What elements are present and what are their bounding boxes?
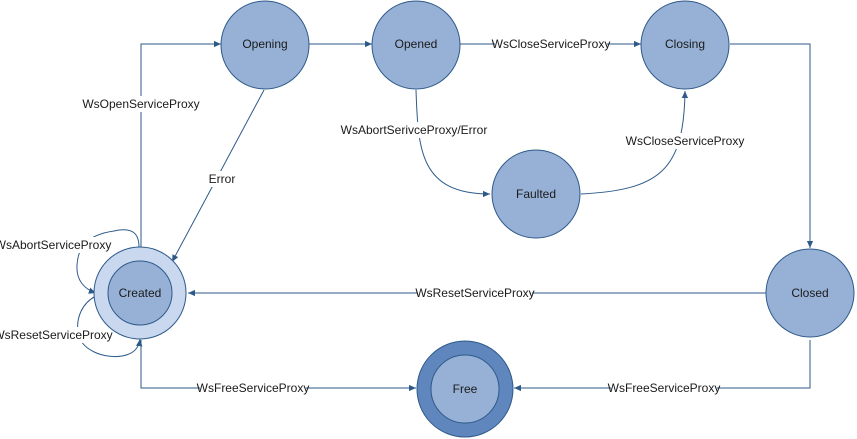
state-faulted-circle [491, 149, 581, 239]
edge-created-to-opening [140, 40, 221, 250]
label-bg-ws-abort-service-proxy [0, 237, 108, 253]
label-bg-ws-close-service-proxy-faulted [629, 133, 741, 149]
state-faulted-label: Faulted [516, 187, 556, 201]
label-bg-ws-open-service-proxy [86, 96, 196, 112]
state-opening: Opening [220, 0, 310, 90]
state-opening-circle [220, 0, 310, 90]
edge-closing-to-closed [730, 43, 814, 248]
state-opened-label: Opened [395, 37, 438, 51]
transition-ws-close-service-proxy-top: WsCloseServiceProxy [492, 37, 611, 51]
state-created: Created [93, 246, 187, 340]
transition-ws-open-service-proxy: WsOpenServiceProxy [82, 97, 199, 111]
state-opening-label: Opening [242, 37, 287, 51]
label-bg-ws-free-service-proxy-created [200, 380, 306, 396]
label-bg-ws-reset-service-proxy-self [0, 327, 108, 343]
edge-created-self-reset [77, 295, 143, 358]
state-closing-label: Closing [665, 37, 705, 51]
label-bg-ws-free-service-proxy-closed [611, 380, 717, 396]
state-created-label: Created [119, 286, 162, 300]
label-bg-ws-close-service-proxy-top [495, 36, 607, 52]
label-bg-ws-reset-service-proxy [418, 285, 532, 301]
edge-opened-to-faulted [415, 89, 491, 198]
transition-error: Error [209, 172, 236, 186]
state-free: Free [416, 340, 514, 438]
state-opened: Opened [371, 0, 461, 90]
state-closing: Closing [640, 0, 730, 90]
transition-ws-close-service-proxy-faulted: WsCloseServiceProxy [626, 134, 745, 148]
label-bg-error [206, 171, 238, 187]
label-bg-ws-abort-service-proxy-error [345, 122, 483, 138]
state-free-label: Free [453, 382, 478, 396]
state-closed-label: Closed [791, 286, 828, 300]
transition-ws-reset-service-proxy: WsResetServiceProxy [415, 286, 534, 300]
state-closed: Closed [765, 248, 855, 338]
edge-created-to-free [140, 340, 416, 392]
transition-ws-abort-service-proxy-error: WsAbortSerivceProxy/Error [341, 123, 488, 137]
transition-ws-reset-service-proxy-self: WsResetServiceProxy [0, 328, 113, 342]
state-faulted: Faulted [491, 149, 581, 239]
transition-ws-free-service-proxy-closed: WsFreeServiceProxy [608, 381, 721, 395]
state-closing-circle [640, 0, 730, 90]
state-free-circle [430, 354, 500, 424]
edge-faulted-to-closing [580, 90, 689, 195]
state-closed-circle [765, 248, 855, 338]
transition-ws-free-service-proxy-created: WsFreeServiceProxy [197, 381, 310, 395]
transition-ws-abort-service-proxy: WsAbortServiceProxy [0, 238, 111, 252]
state-opened-circle [371, 0, 461, 90]
state-created-circle [107, 260, 173, 326]
